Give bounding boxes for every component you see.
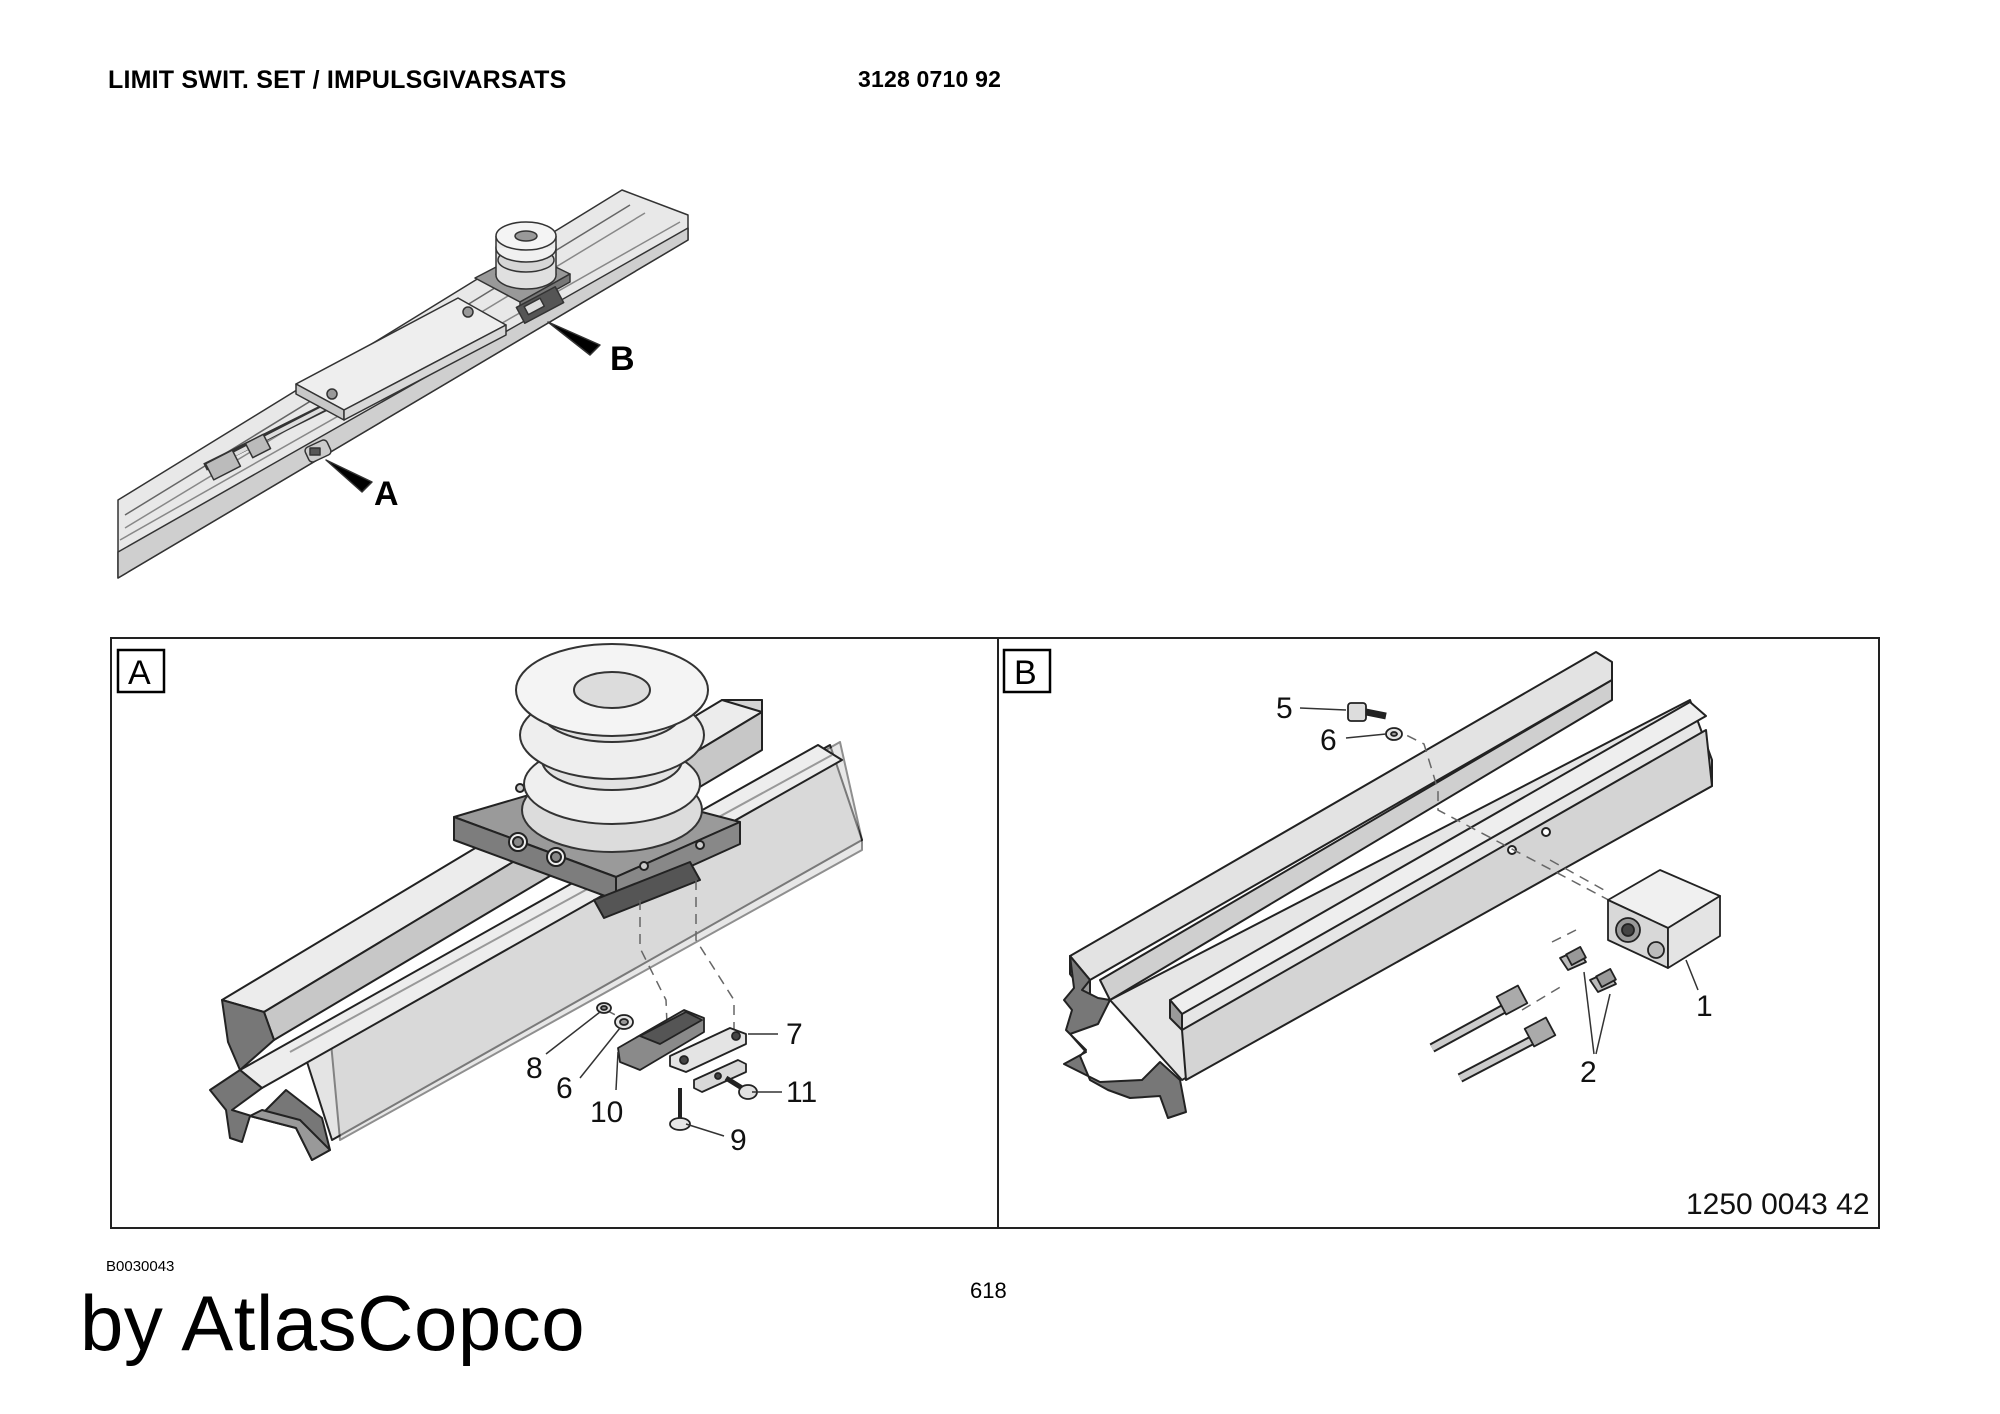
- document-title: LIMIT SWIT. SET / IMPULSGIVARSATS: [108, 66, 567, 94]
- panel-b-tag-box: [1002, 648, 1052, 694]
- bolt-5: [1347, 702, 1387, 722]
- callout-11: 11: [786, 1076, 817, 1109]
- panel-a-tag-box: [116, 648, 166, 694]
- panel-a-pulley: [515, 643, 709, 853]
- overview-switch-a: [304, 439, 332, 463]
- callout-2: 2: [1580, 1056, 1597, 1089]
- overview-arrow-a: [325, 459, 373, 493]
- washer-6: [614, 1014, 634, 1030]
- callout-6-a: 6: [556, 1072, 573, 1105]
- washer-8: [596, 1002, 612, 1014]
- bracket-10: [617, 1009, 705, 1071]
- screw-11: [724, 1075, 758, 1100]
- callout-8: 8: [526, 1052, 543, 1085]
- drawing-number: 1250 0043 42: [1686, 1188, 1870, 1221]
- overview-pulley: [495, 221, 557, 290]
- panel-a-tag: A: [128, 654, 151, 692]
- bracket-7: [669, 1027, 747, 1093]
- pipes: [1429, 984, 1557, 1083]
- overview-illustration: [117, 189, 689, 579]
- fittings-2: [1559, 946, 1617, 993]
- panel-a-parts: [596, 1002, 758, 1131]
- callout-6-b: 6: [1320, 724, 1337, 757]
- reference-code: B0030043: [106, 1258, 175, 1275]
- panel-b-leader-lines: [1299, 707, 1699, 1055]
- panel-b-tag: B: [1014, 654, 1037, 692]
- screw-9: [669, 1088, 691, 1131]
- overview-label-a: A: [374, 475, 399, 513]
- panel-b-assembly-lines: [1391, 727, 1621, 1011]
- callout-1: 1: [1696, 990, 1713, 1023]
- panel-a-leader-lines: [545, 1011, 782, 1137]
- overview-arrow-b: [547, 321, 601, 356]
- panel-b-parts: [1347, 702, 1721, 1083]
- callout-5: 5: [1276, 692, 1293, 725]
- panel-b-rail-profile: [1063, 955, 1187, 1119]
- callout-10: 10: [590, 1096, 623, 1129]
- part-number: 3128 0710 92: [858, 66, 1002, 92]
- washer-6-b: [1385, 727, 1403, 741]
- overview-label-b: B: [610, 340, 635, 378]
- block-1: [1607, 869, 1721, 969]
- watermark: by AtlasCopco: [80, 1279, 586, 1367]
- panel-b-rail: [1063, 651, 1713, 1119]
- page-number: 618: [970, 1278, 1007, 1303]
- detail-panel-frame: [110, 637, 1880, 1229]
- callout-7: 7: [786, 1018, 803, 1051]
- overview-rail-side: [117, 227, 689, 579]
- callout-9: 9: [730, 1124, 747, 1157]
